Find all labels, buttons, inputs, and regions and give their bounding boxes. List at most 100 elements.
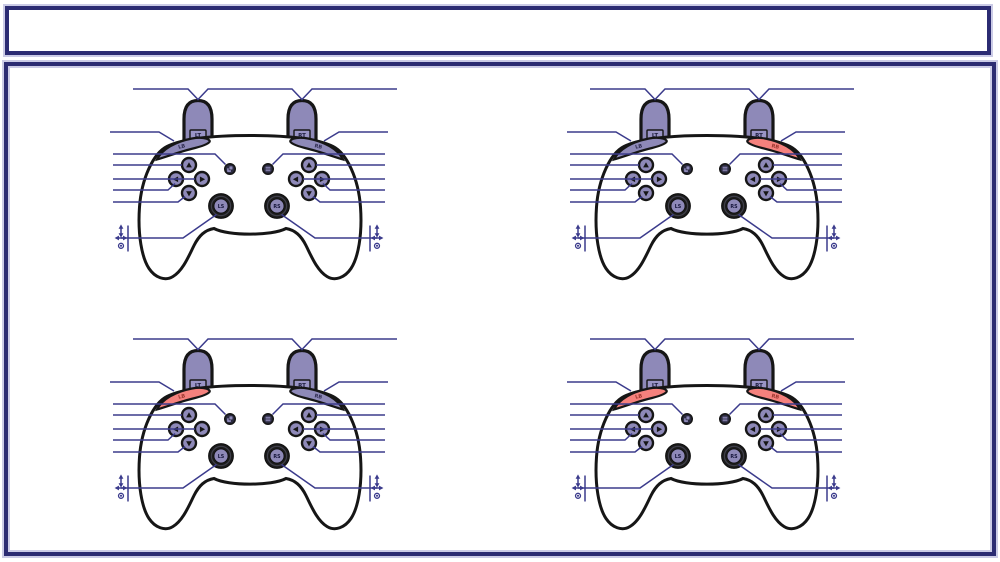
left-stick: LS xyxy=(665,443,691,469)
menu-button xyxy=(719,413,732,426)
callout-lines xyxy=(567,338,854,489)
callout-menu-button xyxy=(271,153,385,166)
dpad-right-arrow-icon xyxy=(199,426,206,433)
callout-left-stick xyxy=(578,213,674,239)
dpad-down-button xyxy=(637,184,655,202)
horizontal-move-icon-head-right xyxy=(123,235,128,241)
left-bumper-label: LB xyxy=(178,393,186,400)
callout-view-button xyxy=(113,153,227,166)
center-buttons xyxy=(681,413,732,426)
right-trigger-label: RT xyxy=(755,133,763,139)
left-trigger: LT xyxy=(639,348,671,393)
vertical-move-icon-head-up xyxy=(118,474,124,479)
vertical-move-icon-head-down xyxy=(831,483,837,488)
callout-dpad-down xyxy=(113,195,186,203)
right-stick-motion-markers xyxy=(826,224,841,252)
right-stick-ring-inner xyxy=(723,445,745,467)
menu-button xyxy=(262,413,275,426)
dpad-down-arrow-icon xyxy=(643,191,649,197)
horizontal-move-icon xyxy=(370,485,384,491)
left-stick-ring-inner xyxy=(210,445,232,467)
left-stick-motion-markers xyxy=(571,224,586,252)
callout-triggers xyxy=(133,338,397,351)
left-stick-ring-inner xyxy=(667,445,689,467)
vertical-move-icon-head-up xyxy=(374,474,380,479)
left-stick-ring-inner xyxy=(210,195,232,217)
dpad-right-button xyxy=(193,420,211,438)
callout-dpad-down xyxy=(570,195,643,203)
callout-triggers xyxy=(133,88,397,101)
left-trigger-label: LT xyxy=(195,383,202,389)
left-stick-cap xyxy=(670,198,686,214)
callout-right-stick xyxy=(738,213,834,239)
face-up-button xyxy=(300,156,318,174)
callout-face-down xyxy=(312,195,385,203)
controller-body xyxy=(137,133,363,281)
left-stick-label: LS xyxy=(218,454,225,460)
right-bumper-label: RB xyxy=(314,143,323,151)
callout-left-stick xyxy=(121,463,217,489)
view-icon xyxy=(227,165,234,172)
face-left-arrow-icon xyxy=(292,426,299,433)
left-stick-cap xyxy=(670,448,686,464)
dpad-up-button xyxy=(180,406,198,424)
right-stick: RS xyxy=(264,193,290,219)
view-button xyxy=(681,413,694,426)
horizontal-move-icon-head-right xyxy=(836,485,841,491)
callout-dpad-down xyxy=(113,445,186,453)
callout-dpad-left xyxy=(570,182,633,191)
face-up-arrow-icon xyxy=(306,412,312,418)
dpad-right-button xyxy=(650,420,668,438)
vertical-move-icon-head-down xyxy=(118,233,124,238)
vertical-move-icon-head-down xyxy=(118,483,124,488)
face-down-arrow-icon xyxy=(306,191,312,197)
right-trigger: RT xyxy=(743,348,775,393)
left-trigger-label: LT xyxy=(652,133,659,139)
vertical-move-icon xyxy=(575,474,581,488)
callout-menu-button xyxy=(728,153,842,166)
callout-face-down xyxy=(769,445,842,453)
right-stick-label: RS xyxy=(273,454,281,460)
vertical-move-icon-head-up xyxy=(575,224,581,229)
vertical-move-icon xyxy=(831,224,837,238)
left-trigger-label: LT xyxy=(195,133,202,139)
right-stick: RS xyxy=(721,443,747,469)
face-down-button xyxy=(757,184,775,202)
dpad-down-button xyxy=(180,184,198,202)
dpad-up-arrow-icon xyxy=(643,412,649,418)
dpad-right-arrow-icon xyxy=(656,176,663,183)
callout-view-button xyxy=(570,403,684,416)
menu-button xyxy=(719,163,732,176)
horizontal-move-icon xyxy=(827,485,841,491)
vertical-move-icon-head-up xyxy=(575,474,581,479)
callout-face-down xyxy=(769,195,842,203)
dpad-down-arrow-icon xyxy=(186,441,192,447)
vertical-move-icon xyxy=(831,474,837,488)
menu-button xyxy=(262,163,275,176)
callout-dpad-left xyxy=(113,432,176,441)
press-icon xyxy=(373,242,381,249)
menu-icon xyxy=(722,166,728,172)
right-bumper-label: RB xyxy=(314,393,323,401)
right-stick-ring-inner xyxy=(266,445,288,467)
press-icon xyxy=(117,242,125,249)
dpad-right-arrow-icon xyxy=(656,426,663,433)
view-icon xyxy=(684,415,691,422)
right-bumper-label: RB xyxy=(771,393,780,401)
left-trigger: LT xyxy=(639,98,671,143)
controller-body xyxy=(137,383,363,531)
callout-right-bumper xyxy=(323,131,388,142)
callout-lines xyxy=(110,338,397,489)
right-stick-ring-inner xyxy=(723,195,745,217)
dpad-cluster xyxy=(167,406,211,452)
horizontal-move-icon-head-left xyxy=(827,485,832,491)
dpad-right-button xyxy=(650,170,668,188)
dpad-up-arrow-icon xyxy=(643,162,649,168)
vertical-move-icon xyxy=(118,224,124,238)
face-down-button xyxy=(757,434,775,452)
callout-menu-button xyxy=(271,403,385,416)
